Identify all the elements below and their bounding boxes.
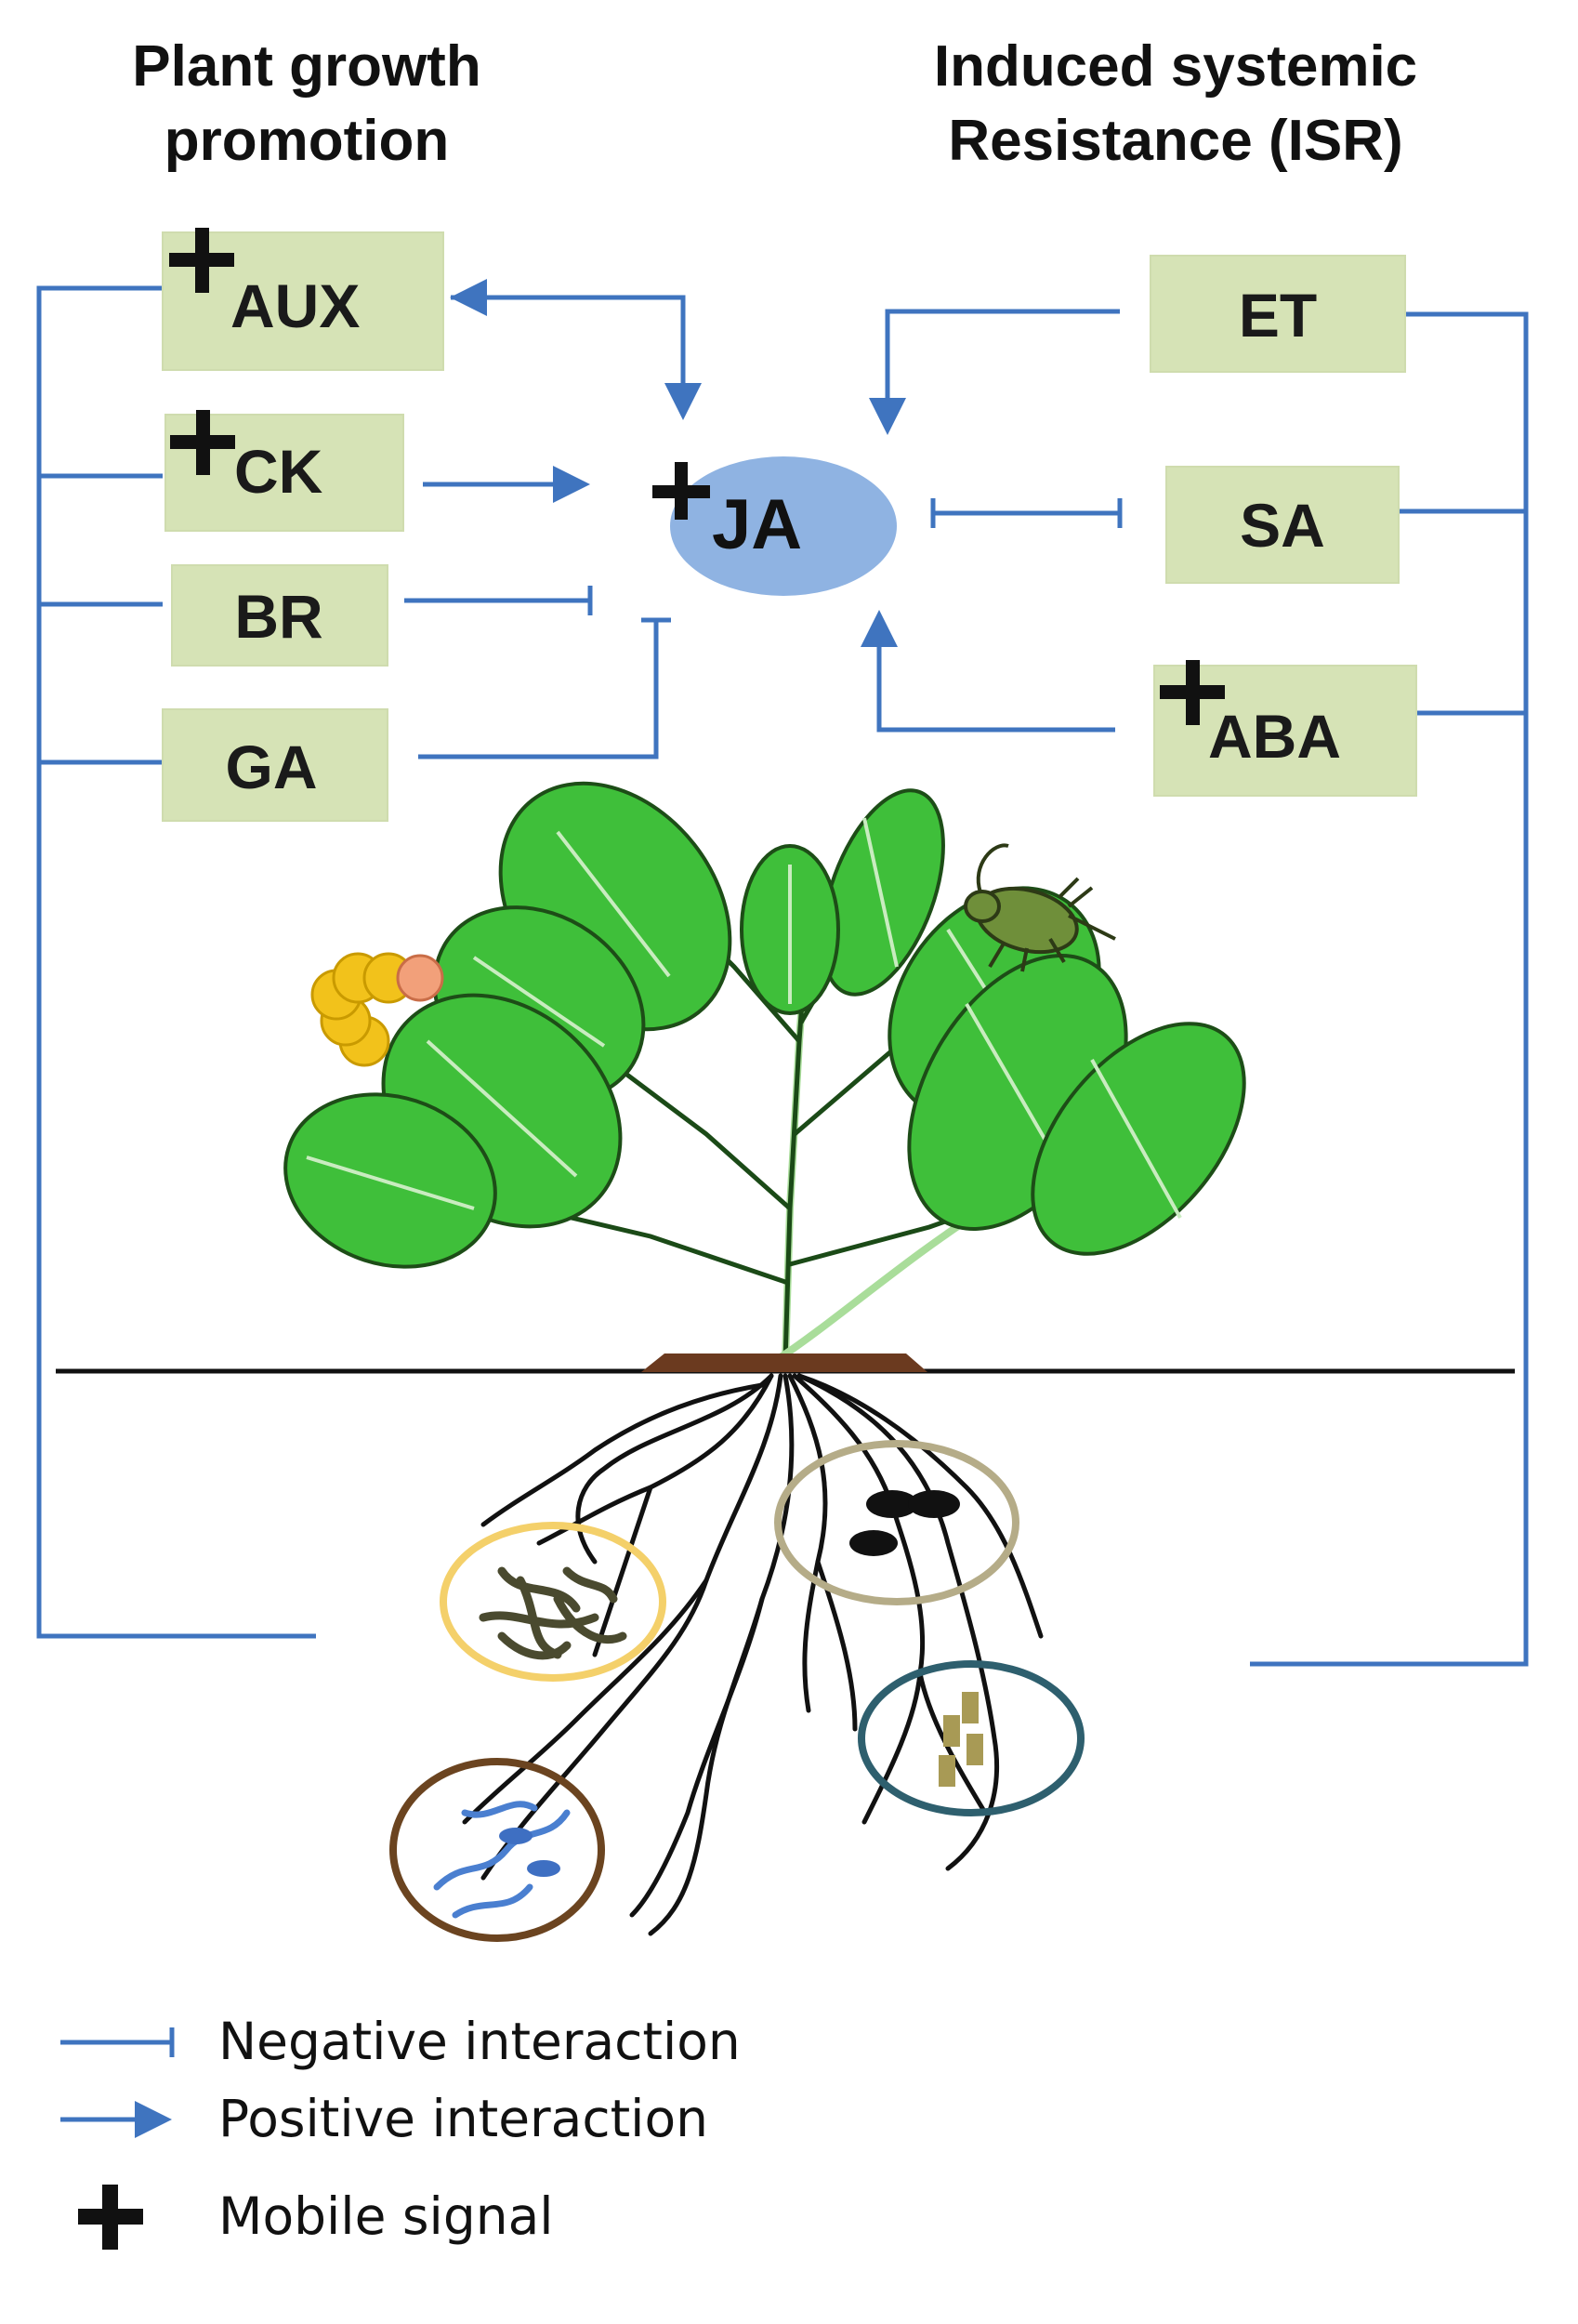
node-ga: GA — [162, 708, 388, 822]
node-et: ET — [1150, 255, 1406, 373]
node-et-label: ET — [1239, 281, 1317, 350]
caterpillar-icon — [310, 952, 444, 1067]
legend-negative-label: Negative interaction — [218, 2012, 741, 2071]
node-br-label: BR — [234, 582, 322, 651]
title-right-line2: Resistance (ISR) — [948, 109, 1402, 173]
plant-illustration — [56, 781, 1515, 1374]
link-aux-ja — [450, 279, 702, 420]
node-sa: SA — [1165, 466, 1400, 584]
link-sa-ja — [930, 498, 1123, 528]
link-et-ja — [869, 309, 1120, 435]
node-ga-label: GA — [226, 733, 318, 801]
mobile-signal-icon — [652, 462, 710, 520]
mobile-signal-icon — [1160, 660, 1225, 725]
node-sa-label: SA — [1240, 491, 1325, 560]
link-br-ja — [404, 586, 593, 615]
node-ja-label: JA — [712, 485, 802, 564]
node-aba: ABA — [1153, 660, 1417, 797]
mobile-signal-icon — [170, 410, 235, 475]
link-ga-ja — [418, 617, 671, 759]
node-aux-label: AUX — [230, 271, 360, 340]
microbe-circle-bacilli — [858, 1660, 1085, 1816]
aphid-icon — [964, 843, 1116, 972]
title-right-line1: Induced systemic — [934, 34, 1417, 99]
legend-negative-icon — [60, 2027, 175, 2057]
legend: Negative interaction Positive interactio… — [60, 2012, 741, 2250]
root-system-illustration — [389, 1373, 1085, 1942]
node-br: BR — [171, 564, 388, 667]
left-feedback-line — [36, 285, 316, 1639]
microbe-circle-fungi — [440, 1522, 666, 1682]
link-aba-ja — [861, 610, 1115, 733]
node-aba-label: ABA — [1208, 702, 1341, 771]
legend-mobile-label: Mobile signal — [218, 2186, 554, 2246]
title-left-line1: Plant growth — [132, 34, 480, 99]
legend-positive-label: Positive interaction — [218, 2089, 708, 2148]
mobile-signal-icon — [169, 228, 234, 293]
legend-mobile-signal-icon — [78, 2185, 143, 2250]
node-ck-label: CK — [234, 437, 323, 506]
node-ck: CK — [164, 410, 404, 532]
title-left-line2: promotion — [164, 109, 450, 173]
node-ja: JA — [652, 456, 897, 596]
microbe-circle-rhizobia — [774, 1440, 1019, 1605]
node-aux: AUX — [162, 228, 444, 371]
microbe-circle-flagellated-bacteria — [389, 1758, 605, 1942]
right-feedback-line — [1250, 311, 1529, 1667]
